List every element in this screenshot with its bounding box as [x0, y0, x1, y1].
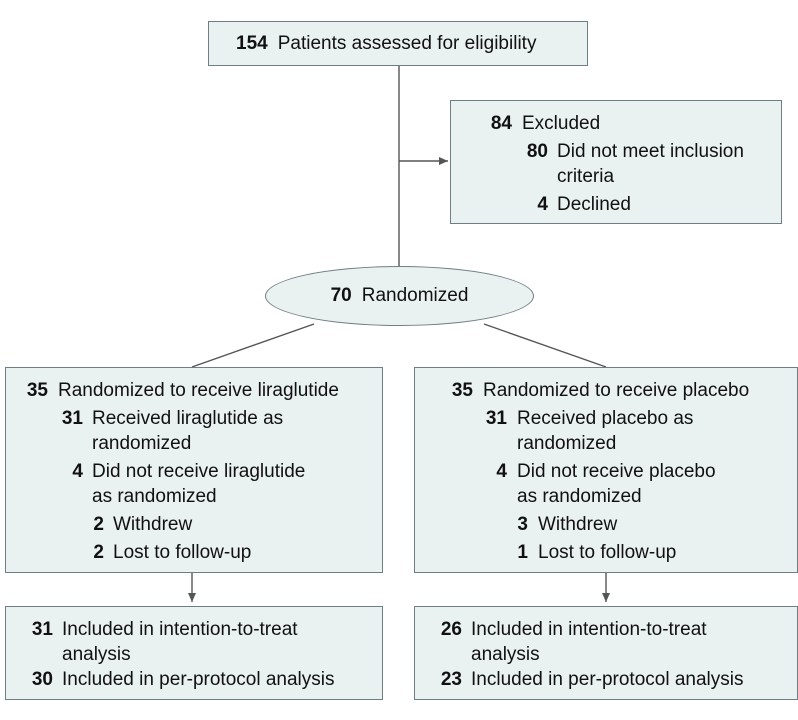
- placebo-received-label-continued: randomized: [517, 433, 617, 454]
- placebo-received-count: 31: [485, 408, 507, 429]
- liraglutide-itt-label-continued: analysis: [62, 644, 131, 665]
- declined-label: Declined: [557, 194, 631, 215]
- liraglutide-withdrew-label: Withdrew: [113, 514, 193, 535]
- assessed-label: Patients assessed for eligibility: [277, 33, 537, 54]
- liraglutide-itt-label: Included in intention-to-treat: [62, 619, 298, 640]
- assessed-count: 154: [236, 33, 268, 54]
- placebo-analysis-box: 26 Included in intention-to-treat analys…: [414, 606, 798, 700]
- excluded-count: 84: [490, 113, 512, 134]
- liraglutide-not-received-label: Did not receive liraglutide: [92, 461, 306, 482]
- assessed-box: 154 Patients assessed for eligibility: [208, 21, 588, 66]
- liraglutide-not-received-count: 4: [72, 461, 83, 482]
- liraglutide-not-received-label-continued: as randomized: [92, 486, 217, 507]
- placebo-not-received-count: 4: [496, 461, 507, 482]
- placebo-itt-count: 26: [440, 619, 462, 640]
- liraglutide-received-label: Received liraglutide as: [92, 408, 284, 429]
- liraglutide-itt-count: 31: [31, 619, 53, 640]
- liraglutide-arm-label: Randomized to receive liraglutide: [58, 380, 339, 401]
- randomized-ellipse: 70 Randomized: [265, 266, 534, 326]
- declined-count: 4: [537, 194, 548, 215]
- liraglutide-lost-label: Lost to follow-up: [113, 542, 252, 563]
- placebo-withdrew-count: 3: [517, 514, 528, 535]
- liraglutide-analysis-box: 31 Included in intention-to-treat analys…: [5, 606, 383, 700]
- randomized-label: Randomized: [361, 285, 469, 306]
- liraglutide-lost-count: 2: [93, 542, 104, 563]
- placebo-itt-label: Included in intention-to-treat: [471, 619, 707, 640]
- excluded-box: 84 Excluded 80 Did not meet inclusion cr…: [450, 100, 782, 224]
- placebo-lost-label: Lost to follow-up: [538, 542, 677, 563]
- placebo-arm-label: Randomized to receive placebo: [483, 380, 750, 401]
- liraglutide-pp-label: Included in per-protocol analysis: [62, 669, 335, 690]
- placebo-withdrew-label: Withdrew: [538, 514, 618, 535]
- placebo-not-received-label: Did not receive placebo: [517, 461, 716, 482]
- liraglutide-received-label-continued: randomized: [92, 433, 192, 454]
- split-line-left: [191, 323, 315, 368]
- not-eligible-label: Did not meet inclusion: [557, 141, 744, 162]
- liraglutide-arm-box: 35 Randomized to receive liraglutide 31 …: [5, 367, 383, 573]
- liraglutide-arm-count: 35: [26, 380, 48, 401]
- placebo-arm-count: 35: [451, 380, 473, 401]
- not-eligible-count: 80: [526, 141, 548, 162]
- not-eligible-label-continued: criteria: [557, 166, 615, 187]
- placebo-pp-count: 23: [440, 669, 462, 690]
- excluded-label: Excluded: [522, 113, 601, 134]
- placebo-pp-label: Included in per-protocol analysis: [471, 669, 744, 690]
- placebo-received-label: Received placebo as: [517, 408, 694, 429]
- liraglutide-withdrew-count: 2: [93, 514, 104, 535]
- placebo-itt-label-continued: analysis: [471, 644, 540, 665]
- liraglutide-pp-count: 30: [31, 669, 53, 690]
- liraglutide-received-count: 31: [61, 408, 83, 429]
- placebo-not-received-label-continued: as randomized: [517, 486, 642, 507]
- randomized-count: 70: [330, 285, 352, 306]
- placebo-lost-count: 1: [517, 542, 528, 563]
- split-line-right: [483, 323, 607, 368]
- placebo-arm-box: 35 Randomized to receive placebo 31 Rece…: [414, 367, 798, 573]
